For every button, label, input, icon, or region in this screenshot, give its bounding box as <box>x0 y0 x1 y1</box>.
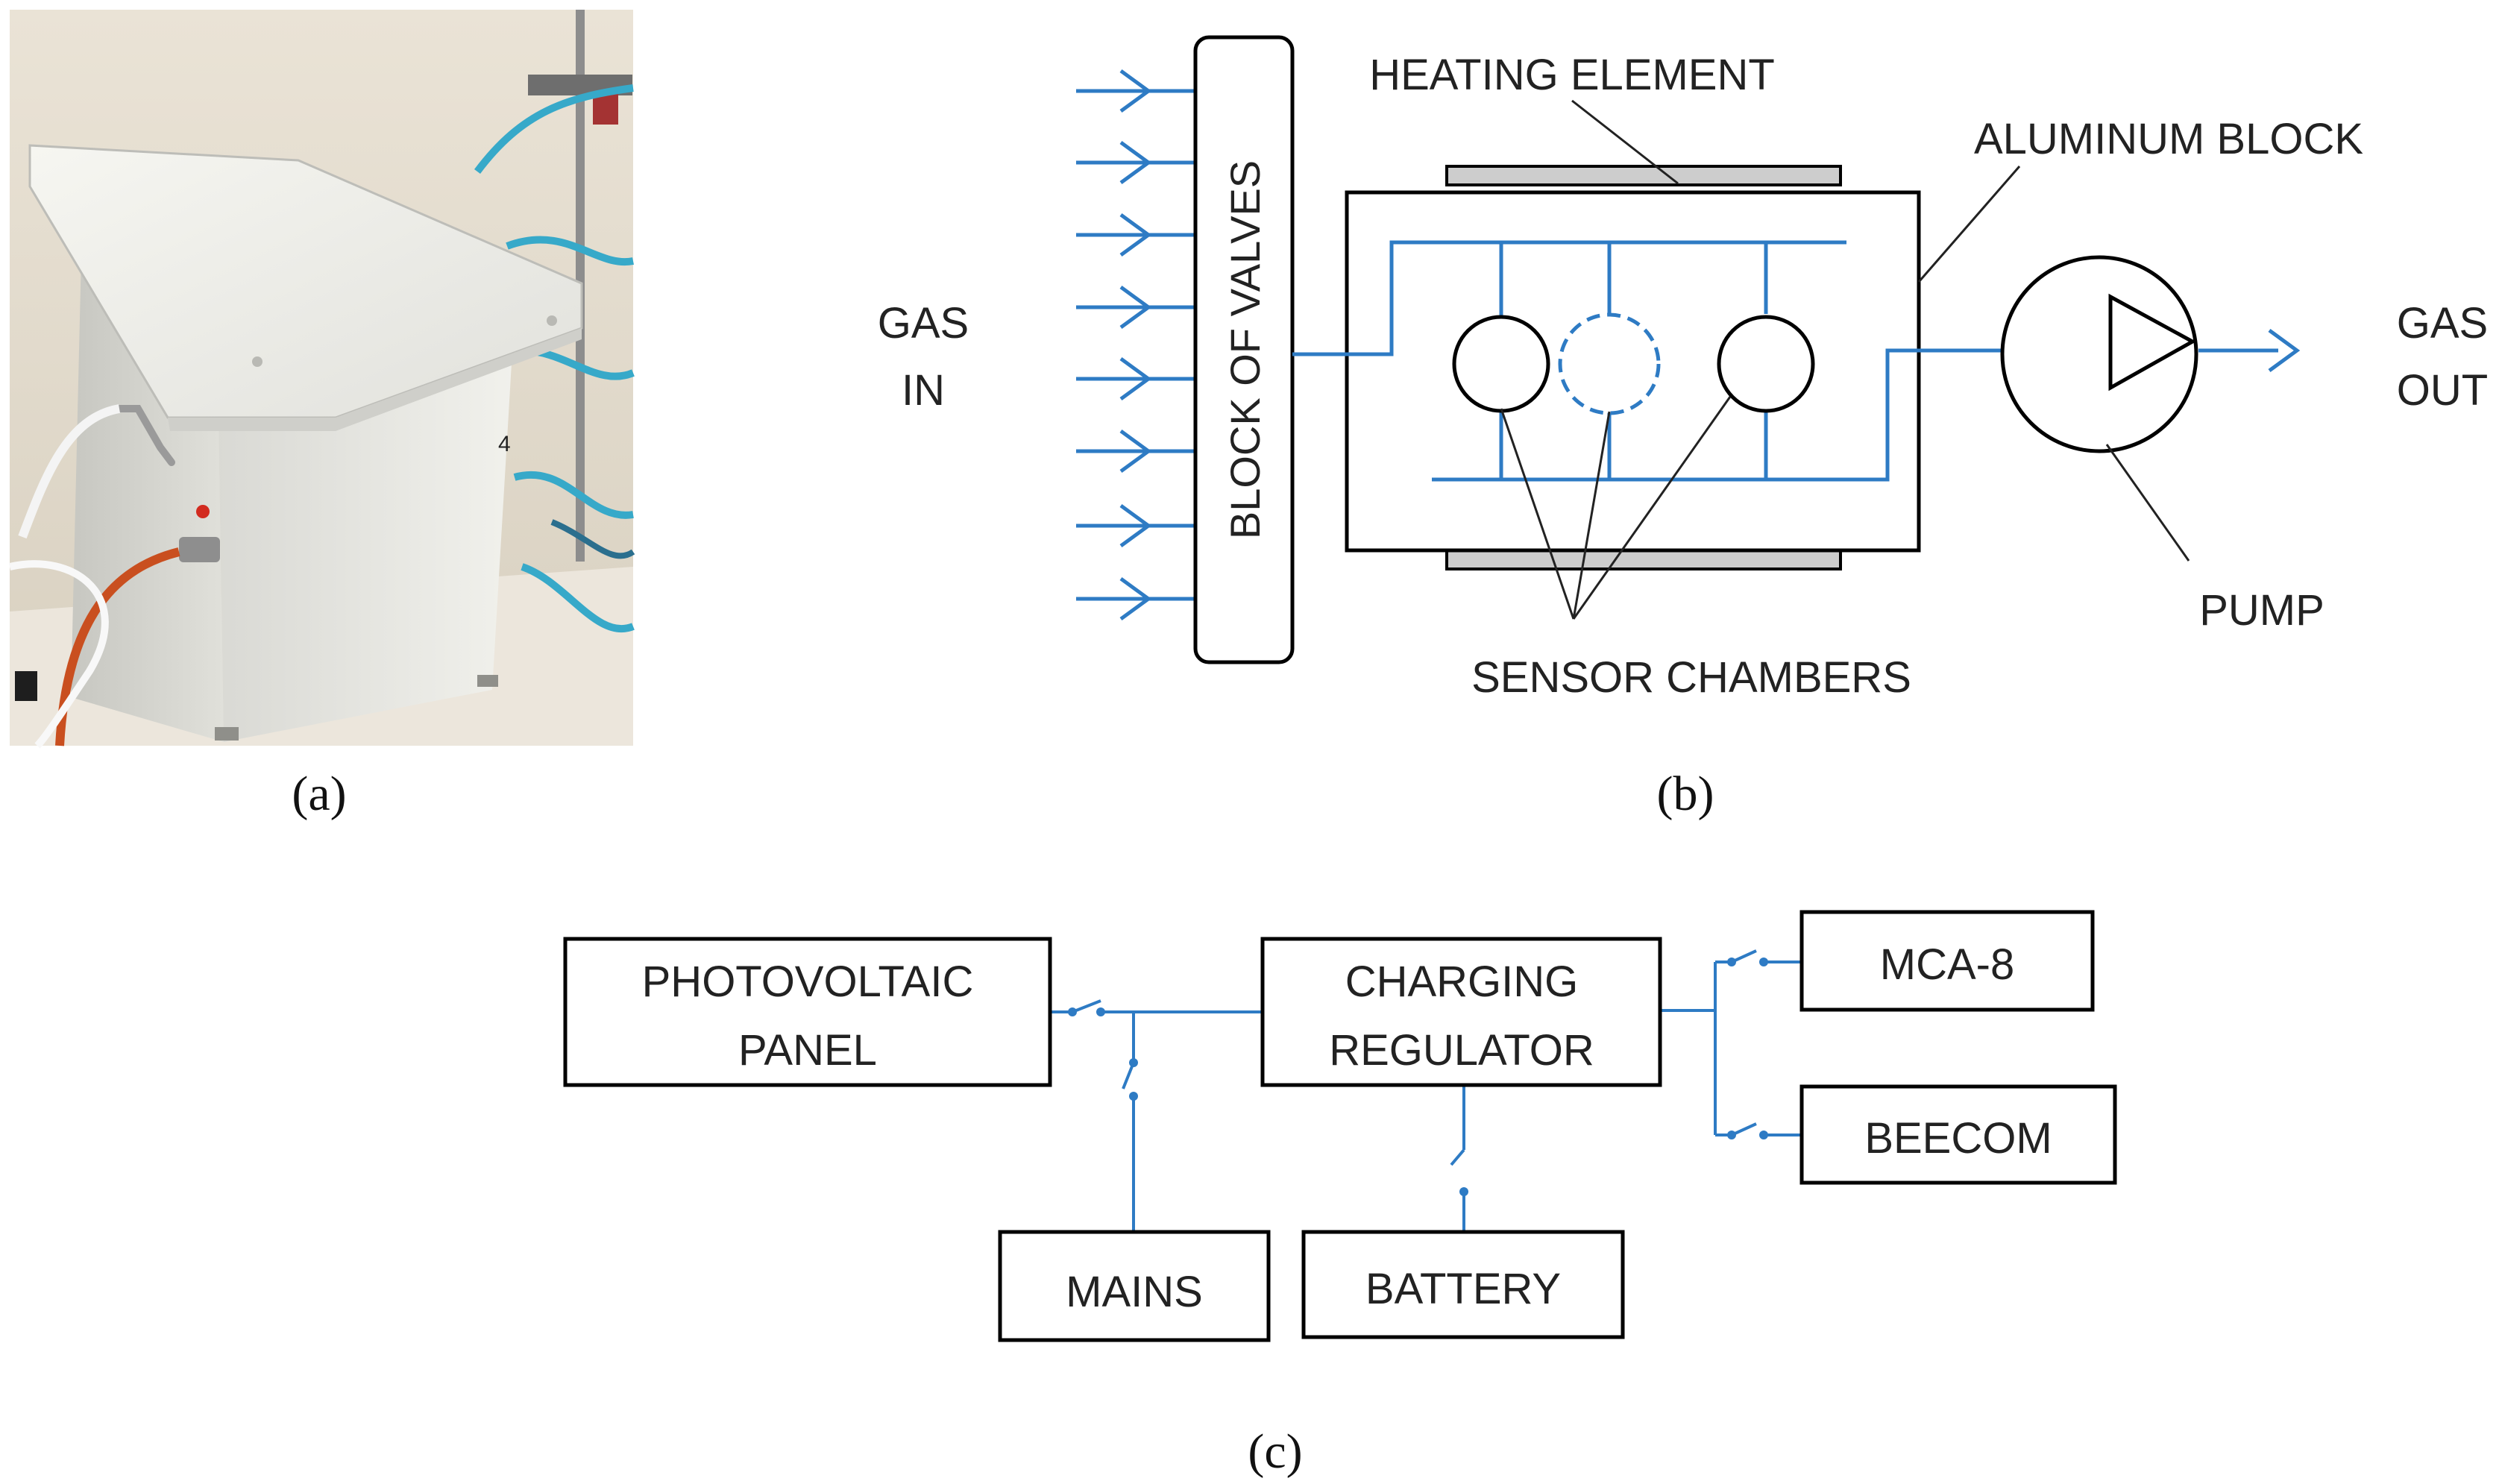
inlet-arrow <box>1076 576 1195 621</box>
gas-out-label-line2: OUT <box>2397 366 2488 415</box>
beecom-box <box>1799 1084 2117 1185</box>
photovoltaic-panel-label-line1: PHOTOVOLTAIC <box>642 958 974 1006</box>
inlet-arrow <box>1076 356 1195 401</box>
switch-contacts <box>1068 958 1768 1196</box>
charging-regulator-box <box>1260 937 1662 1087</box>
battery-box <box>1301 1230 1625 1339</box>
mains-box <box>998 1230 1271 1342</box>
gas-in-label-line2: IN <box>902 366 945 415</box>
gas-piping <box>1292 240 2301 482</box>
inlet-arrow <box>1076 213 1195 257</box>
photovoltaic-panel-box <box>563 937 1052 1087</box>
gas-inlet-arrows <box>1076 69 1195 621</box>
sensor-chamber <box>1717 315 1815 413</box>
mca-8-box <box>1799 910 2095 1012</box>
photovoltaic-panel-label-line2: PANEL <box>738 1026 877 1075</box>
battery-label: BATTERY <box>1365 1265 1561 1313</box>
panel-b: GAS IN BLOCK OF VALVES HEATING ELEMENT A… <box>878 35 2489 821</box>
inlet-arrow <box>1076 429 1195 474</box>
valve-block <box>1193 35 1295 664</box>
charging-regulator-label-line2: REGULATOR <box>1329 1026 1594 1075</box>
sensor-chamber <box>1452 315 1550 413</box>
inlet-arrow <box>1076 69 1195 113</box>
panel-c: PHOTOVOLTAIC PANEL CHARGING REGULATOR MC… <box>563 910 2117 1479</box>
gas-out-label-line1: GAS <box>2397 299 2489 348</box>
heating-element-bottom <box>1445 549 1842 570</box>
pump-arrow-icon <box>2108 293 2197 392</box>
enclosure-photo: 4 <box>8 10 635 749</box>
heating-element-label: HEATING ELEMENT <box>1369 51 1775 99</box>
heating-element-top <box>1445 165 1842 186</box>
sensor-chambers-leaders <box>1500 396 1732 620</box>
pump <box>2000 255 2198 453</box>
charging-regulator-label-line1: CHARGING <box>1345 958 1579 1006</box>
pump-leader <box>2105 444 2190 562</box>
sensor-chambers-label: SENSOR CHAMBERS <box>1471 653 1911 702</box>
power-wiring <box>1050 949 1802 1232</box>
panel-b-label: (b) <box>1657 767 1714 821</box>
sensor-chamber-optional <box>1558 312 1661 415</box>
beecom-label: BEECOM <box>1864 1114 2052 1163</box>
aluminum-block-leader <box>1917 166 2021 283</box>
panel-a-label: (a) <box>292 767 346 821</box>
pump-label: PUMP <box>2199 586 2324 635</box>
mca-8-label: MCA-8 <box>1880 940 2014 989</box>
panel-a: 4 (a) <box>8 10 635 821</box>
inlet-arrow <box>1076 503 1195 548</box>
aluminum-block-label: ALUMINUM BLOCK <box>1974 115 2363 163</box>
photo-number: 4 <box>498 432 511 456</box>
valve-block-label: BLOCK OF VALVES <box>1222 160 1269 539</box>
heating-element-leader <box>1571 99 1679 185</box>
gas-in-label-line1: GAS <box>878 299 969 348</box>
mains-label: MAINS <box>1066 1268 1203 1316</box>
panel-c-label: (c) <box>1248 1424 1302 1479</box>
inlet-arrow <box>1076 285 1195 330</box>
inlet-arrow <box>1076 140 1195 185</box>
